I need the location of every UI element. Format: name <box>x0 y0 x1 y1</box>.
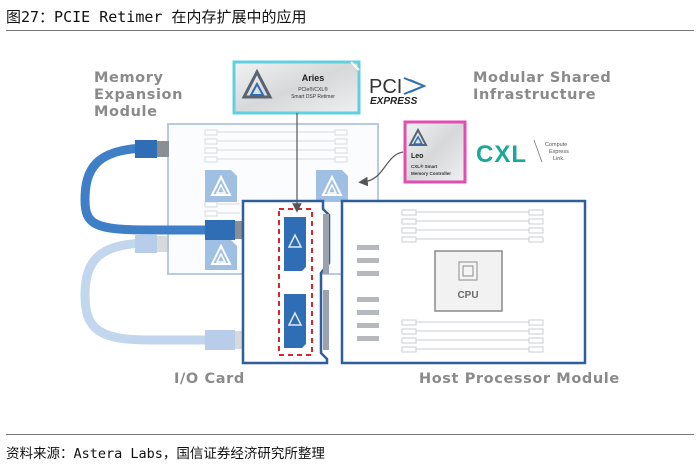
leo-pointer-arrow <box>358 151 404 187</box>
cpu-socket <box>434 250 503 312</box>
astera-logo-icon-leo <box>408 127 428 146</box>
aries-retimer-chip-1 <box>284 217 306 271</box>
label-memory-expansion-module: Memory Expansion Module <box>94 70 184 120</box>
pci-express-logo: PCI EXPRESS <box>369 76 427 107</box>
astera-logo-icon <box>241 68 273 99</box>
io-card <box>241 199 331 365</box>
aries-chip-name: Aries <box>302 73 325 83</box>
label-modular-shared-infrastructure: Modular Shared Infrastructure <box>473 70 612 103</box>
cxl-tag-3: Link. <box>553 156 565 162</box>
cxl-logo: CXL Compute Express Link. <box>476 139 569 168</box>
leo-chip-on-board-1 <box>205 170 237 202</box>
pci-logo-top: PCI <box>369 76 402 98</box>
aries-chip-line2: Smart DSP Retimer <box>291 94 335 100</box>
leo-chip-callout: Leo CXL® Smart Memory Controller <box>403 120 467 184</box>
source-divider <box>6 434 694 435</box>
retimer-highlight-box <box>278 208 313 356</box>
leo-chip-on-board-2 <box>316 170 348 202</box>
aries-chip-callout: Aries PCIe®/CXL® Smart DSP Retimer <box>232 60 361 115</box>
cpu-label: CPU <box>457 290 478 301</box>
leo-chip-line1: CXL® Smart <box>411 163 438 169</box>
host-processor-module: CPU <box>340 199 587 365</box>
cxl-logo-text: CXL <box>476 141 527 168</box>
leo-chip-line2: Memory Controller <box>411 171 451 176</box>
cpu-icon <box>458 261 478 281</box>
pcie-slots <box>357 245 379 341</box>
memory-expansion-board <box>167 123 379 275</box>
cxl-tag-1: Compute <box>545 142 567 148</box>
cable-light <box>80 235 247 350</box>
cxl-tag-2: Express <box>549 149 569 155</box>
dimm-slots-bottom <box>204 201 240 217</box>
figure-source: 资料来源：Astera Labs，国信证券经济研究所整理 <box>6 446 325 462</box>
figure-title: 图27：PCIE Retimer 在内存扩展中的应用 <box>6 8 307 26</box>
aries-chip-line1: PCIe®/CXL® <box>298 86 328 93</box>
label-host-processor-module: Host Processor Module <box>419 371 620 387</box>
host-dimm-slots-top <box>401 209 544 243</box>
host-dimm-slots-bottom <box>401 319 544 353</box>
leo-chip-on-board-3 <box>205 240 237 270</box>
aries-retimer-chip-2 <box>284 294 306 348</box>
dimm-slots-top <box>204 129 348 163</box>
pci-logo-bottom: EXPRESS <box>370 96 418 107</box>
cable-dark <box>80 140 247 240</box>
title-divider <box>6 30 694 31</box>
leo-chip-name: Leo <box>411 153 423 160</box>
label-io-card: I/O Card <box>174 371 245 387</box>
